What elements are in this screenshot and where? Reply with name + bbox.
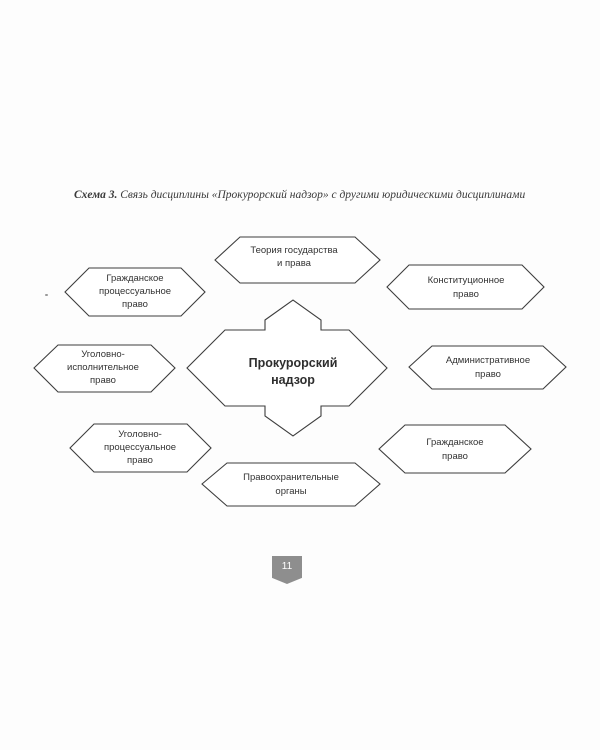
caption-number: Схема 3. — [74, 189, 118, 201]
hexagon-criminal-procedure-line-3: право — [127, 455, 153, 466]
hexagon-civil: Гражданское право — [378, 424, 532, 474]
page-number: 11 — [281, 561, 293, 572]
hexagon-theory-line-2: и права — [277, 258, 312, 269]
hexagon-constitutional-line-1: Конституционное — [428, 275, 505, 286]
hexagon-criminal-procedure: Уголовно- процессуальное право — [69, 423, 212, 473]
hexagon-civil-line-1: Гражданское — [426, 437, 483, 448]
hexagon-law-enforcement: Правоохранительные органы — [201, 462, 381, 507]
hexagon-law-enforcement-line-1: Правоохранительные — [243, 472, 339, 483]
diagram-caption: Схема 3. Связь дисциплины «Прокурорский … — [74, 189, 554, 201]
center-label-line-2: надзор — [271, 373, 315, 387]
hexagon-theory-line-1: Теория государства — [250, 245, 338, 256]
center-shape — [186, 299, 388, 437]
hexagon-civil-line-2: право — [442, 451, 468, 462]
hexagon-constitutional-line-2: право — [453, 289, 479, 300]
hexagon-criminal-executive-line-1: Уголовно- — [81, 349, 125, 360]
hexagon-criminal-executive-line-3: право — [90, 375, 116, 386]
caption-text: Связь дисциплины «Прокурорский надзор» с… — [120, 189, 526, 201]
scan-speck — [45, 294, 48, 296]
hexagon-civil-procedure-line-2: процессуальное — [99, 286, 171, 297]
hexagon-civil-procedure-line-3: право — [122, 299, 148, 310]
center-label-line-1: Прокурорский — [249, 356, 338, 370]
hexagon-theory: Теория государства и права — [214, 236, 381, 284]
hexagon-criminal-procedure-line-1: Уголовно- — [118, 429, 162, 440]
hexagon-law-enforcement-line-2: органы — [275, 486, 306, 497]
page-number-badge: 11 — [272, 556, 302, 584]
hexagon-civil-procedure-line-1: Гражданское — [106, 273, 163, 284]
hexagon-administrative-line-2: право — [475, 369, 501, 380]
hexagon-administrative-line-1: Административное — [446, 355, 530, 366]
hexagon-administrative: Административное право — [408, 345, 567, 390]
hexagon-constitutional: Конституционное право — [386, 264, 545, 310]
hexagon-criminal-procedure-line-2: процессуальное — [104, 442, 176, 453]
hexagon-civil-procedure: Гражданское процессуальное право — [64, 267, 206, 317]
hexagon-criminal-executive-line-2: исполнительное — [67, 362, 139, 373]
hexagon-criminal-executive: Уголовно- исполнительное право — [33, 344, 176, 393]
